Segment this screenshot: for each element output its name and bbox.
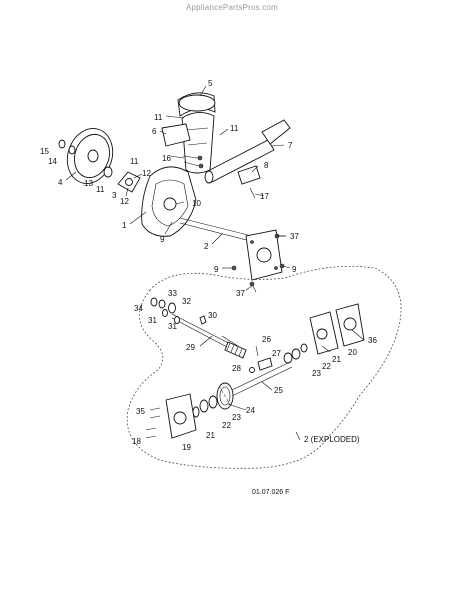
gearbox-housing xyxy=(245,229,283,281)
plate-6 xyxy=(161,123,191,147)
chute-ring xyxy=(177,92,216,174)
callout-11c: 11 xyxy=(96,185,105,194)
callout-13: 13 xyxy=(84,179,93,188)
callout-23b: 23 xyxy=(232,413,241,422)
callout-31a: 31 xyxy=(148,316,157,325)
seal-21-right xyxy=(300,343,308,353)
callout-15: 15 xyxy=(40,147,49,156)
callout-28: 28 xyxy=(232,364,241,373)
exploded-boundary xyxy=(126,265,402,469)
callout-21b: 21 xyxy=(206,431,215,440)
callout-20: 20 xyxy=(348,348,357,357)
callout-32: 32 xyxy=(182,297,191,306)
screws-35 xyxy=(149,407,161,419)
callout-8: 8 xyxy=(264,161,269,170)
callout-24: 24 xyxy=(246,406,255,415)
callout-37b: 37 xyxy=(236,289,245,298)
washer-23-left xyxy=(208,395,218,409)
callout-18: 18 xyxy=(132,437,141,446)
screw-17 xyxy=(249,187,256,199)
drive-lever xyxy=(204,119,291,184)
washer-34 xyxy=(150,297,158,307)
callout-27: 27 xyxy=(272,349,281,358)
bearing-22-right xyxy=(291,348,301,360)
callouts: 5 11 6 11 16 7 8 17 15 14 4 13 11 11 1 2 … xyxy=(40,79,377,496)
diagram-code: 01.07.026 F xyxy=(252,489,289,496)
washer-23-right xyxy=(283,352,293,364)
callout-37a: 37 xyxy=(290,232,299,241)
callout-9b: 9 xyxy=(214,265,219,274)
screws-18 xyxy=(145,427,157,439)
gearbox-half-36 xyxy=(335,303,365,347)
bearing-flange xyxy=(117,171,141,193)
washer-28 xyxy=(249,367,255,373)
callout-29: 29 xyxy=(186,343,195,352)
callout-21a: 21 xyxy=(332,355,341,364)
callout-12a: 12 xyxy=(142,169,151,178)
callout-6: 6 xyxy=(152,127,157,136)
washer-33 xyxy=(158,299,166,309)
washer-14 xyxy=(68,145,76,155)
exploded-label: 2 (EXPLODED) xyxy=(304,435,360,444)
pin-26 xyxy=(255,345,259,357)
callout-11b: 11 xyxy=(230,124,239,133)
bracket-8 xyxy=(237,165,261,185)
callout-31b: 31 xyxy=(168,322,177,331)
bearing-13 xyxy=(103,166,113,178)
callout-23a: 23 xyxy=(312,369,321,378)
callout-34: 34 xyxy=(134,304,143,313)
watermark: AppliancePartsPros.com xyxy=(186,3,278,12)
callout-35: 35 xyxy=(136,407,145,416)
washer-31b xyxy=(174,316,180,324)
washer-31a xyxy=(162,309,168,317)
callout-11d: 11 xyxy=(130,157,139,166)
output-shaft xyxy=(227,361,293,398)
leader-lines xyxy=(65,85,365,441)
gearbox-half-20 xyxy=(309,311,339,355)
key-30 xyxy=(199,315,207,325)
callout-1: 1 xyxy=(122,221,127,230)
callout-19: 19 xyxy=(182,443,191,452)
callout-14: 14 xyxy=(48,157,57,166)
bolt-9-left xyxy=(231,265,237,271)
callout-11a: 11 xyxy=(154,113,163,122)
callout-17: 17 xyxy=(260,192,269,201)
callout-22b: 22 xyxy=(222,421,231,430)
callout-33: 33 xyxy=(168,289,177,298)
callout-9c: 9 xyxy=(292,265,297,274)
callout-12b: 12 xyxy=(120,197,129,206)
bolts-16 xyxy=(182,155,204,169)
callout-2: 2 xyxy=(204,242,209,251)
spacer-27 xyxy=(257,357,273,371)
bearing-22-left xyxy=(199,399,209,413)
auger-housing xyxy=(141,166,197,237)
callout-26: 26 xyxy=(262,335,271,344)
callout-4: 4 xyxy=(58,178,63,187)
worm-gear xyxy=(216,382,234,410)
washer-15 xyxy=(58,139,66,149)
callout-25: 25 xyxy=(274,386,283,395)
callout-5: 5 xyxy=(208,79,213,88)
callout-36: 36 xyxy=(368,336,377,345)
gearbox-half-19 xyxy=(165,393,197,439)
callout-22a: 22 xyxy=(322,362,331,371)
callout-16: 16 xyxy=(162,154,171,163)
callout-30: 30 xyxy=(208,311,217,320)
callout-7: 7 xyxy=(288,141,293,150)
worm-shaft xyxy=(171,313,247,359)
callout-9a: 9 xyxy=(160,235,165,244)
callout-3: 3 xyxy=(112,191,117,200)
callout-10: 10 xyxy=(192,199,201,208)
washer-32 xyxy=(168,302,176,314)
pulley xyxy=(66,128,114,184)
